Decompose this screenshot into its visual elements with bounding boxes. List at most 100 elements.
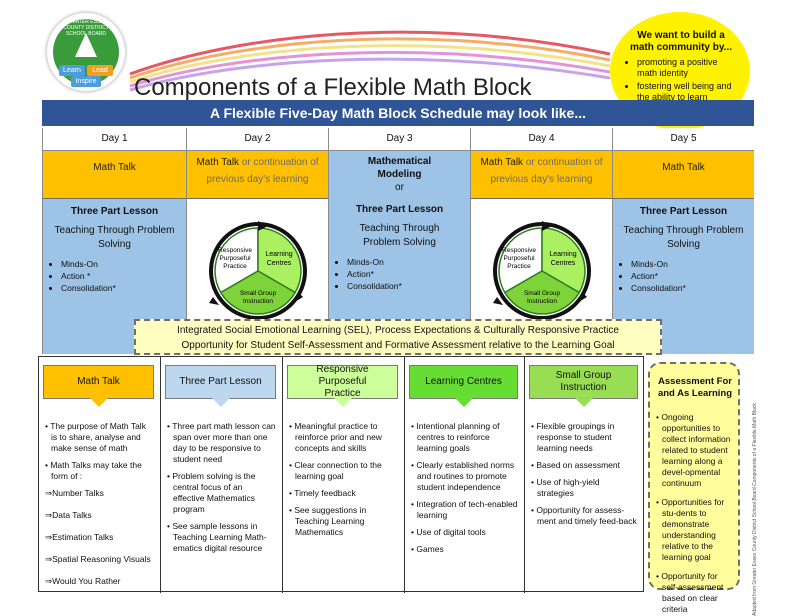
learning-centres-list: Intentional planning of centres to reinf… — [405, 421, 524, 555]
board-logo: GREATER ESSEX COUNTY DISTRICT SCHOOL BOA… — [46, 12, 126, 92]
small-group-header: Small Group Instruction — [529, 365, 638, 407]
cycle-rpp-1: Responsive — [502, 247, 536, 254]
list-item: ⇒Would You Rather — [45, 576, 121, 586]
math-talk-label: Math Talk — [662, 162, 705, 173]
math-talk-column: Math Talk The purpose of Math Talk is to… — [39, 357, 161, 593]
sel-line-1: Integrated Social Emotional Learning (SE… — [177, 325, 619, 336]
list-item: Use of high-yield strategies — [531, 477, 638, 499]
math-talk-label: Math Talk — [196, 157, 240, 168]
lesson-title: Three Part Lesson — [639, 206, 728, 217]
cycle-sgi-1: Small Group — [240, 290, 277, 297]
list-item: The purpose of Math Talk is to share, an… — [45, 421, 154, 454]
lesson-bullet: Minds-On — [347, 256, 466, 268]
list-item: See suggestions in Teaching Learning Mat… — [289, 505, 398, 538]
lesson-bullet: Consolidation* — [61, 282, 180, 294]
list-item: Integration of tech-enabled learning — [411, 499, 518, 521]
lesson-bullet: Consolidation* — [631, 282, 748, 294]
small-group-list: Flexible groupings in response to studen… — [525, 421, 644, 527]
lesson-bullet: Minds-On — [61, 258, 180, 270]
list-item: Games — [411, 544, 518, 555]
day-label: Day 3 — [328, 128, 470, 150]
day-label: Day 2 — [186, 128, 328, 150]
math-talk-cell: Math Talk or continuation of previous da… — [186, 150, 328, 198]
lesson-bullet: Minds-On — [631, 258, 748, 270]
list-item: ⇒Spatial Reasoning Visuals — [45, 554, 151, 564]
lesson-bullets: Minds-On Action* Consolidation* — [619, 258, 748, 294]
day-label: Day 5 — [612, 128, 754, 150]
sel-line-2: Opportunity for Student Self-Assessment … — [181, 340, 615, 351]
cycle-lc-1: Learning — [265, 251, 292, 258]
three-part-lesson-column: Three Part Lesson Three part math lesson… — [161, 357, 283, 593]
cycle-sgi-2: Instruction — [243, 298, 273, 305]
callout-list: promoting a positive math identity foste… — [626, 57, 736, 103]
list-item: Use of digital tools — [411, 527, 518, 538]
small-group-column: Small Group Instruction Flexible groupin… — [525, 357, 644, 593]
list-item: Timely feedback — [289, 488, 398, 499]
assessment-box: Assessment For and As Learning Ongoing o… — [648, 362, 740, 614]
lesson-subtitle: Teaching Through Problem Solving — [359, 223, 440, 248]
lesson-bullets: Minds-On Action* Consolidation* — [333, 256, 466, 292]
lesson-subtitle: Teaching Through Problem Solving — [623, 225, 744, 250]
logo-learn: Learn — [59, 65, 85, 76]
assessment-list: Ongoing opportunities to collect informa… — [656, 412, 734, 615]
continuation-label: or continuation of previous day's learni… — [206, 157, 319, 185]
list-item: ⇒Estimation Talks — [45, 532, 114, 542]
callout-title: We want to build a math community by... — [629, 30, 733, 53]
lesson-bullet: Action* — [347, 268, 466, 280]
cycle-lc-1: Learning — [549, 251, 576, 258]
day-label: Day 1 — [42, 128, 186, 150]
modeling-label: Mathematical Modeling — [367, 156, 432, 180]
list-item: Math Talks may take the form of : — [45, 460, 154, 482]
logo-inspire: Inspire — [71, 76, 101, 87]
list-item: See sample lessons in Teaching Learning … — [167, 521, 276, 554]
responsive-practice-list: Meaningful practice to reinforce prior a… — [283, 421, 404, 538]
math-talk-label: Math Talk — [480, 157, 524, 168]
lesson-title: Three Part Lesson — [70, 206, 159, 217]
math-talk-cell: Math Talk or continuation of previous da… — [470, 150, 612, 198]
cycle-rpp-3: Practice — [223, 263, 247, 270]
list-item: Ongoing opportunities to collect informa… — [656, 412, 734, 489]
list-item: Clearly established norms and routines t… — [411, 460, 518, 493]
list-item: Clear connection to the learning goal — [289, 460, 398, 482]
list-item: Opportunities for stu-dents to demonstra… — [656, 497, 734, 563]
three-part-lesson-list: Three part math lesson can span over mor… — [161, 421, 282, 554]
three-part-lesson-header: Three Part Lesson — [165, 365, 276, 407]
component-descriptions: Math Talk The purpose of Math Talk is to… — [38, 356, 644, 593]
list-item: ⇒Number Talks — [45, 488, 104, 498]
list-item: Intentional planning of centres to reinf… — [411, 421, 518, 454]
list-item: Meaningful practice to reinforce prior a… — [289, 421, 398, 454]
list-item: Three part math lesson can span over mor… — [167, 421, 276, 465]
or-label: or — [395, 182, 404, 193]
math-talk-cell: Math Talk — [612, 150, 754, 198]
lesson-subtitle: Teaching Through Problem Solving — [54, 225, 175, 250]
math-talk-header: Math Talk — [43, 365, 154, 407]
day-label: Day 4 — [470, 128, 612, 150]
cycle-lc-2: Centres — [551, 260, 576, 267]
list-item: Based on assessment — [531, 460, 638, 471]
logo-lead: Lead — [87, 65, 113, 76]
learning-centres-header: Learning Centres — [409, 365, 518, 407]
assessment-title: Assessment For and As Learning — [657, 376, 733, 399]
math-talk-list: The purpose of Math Talk is to share, an… — [39, 421, 160, 587]
schedule-banner: A Flexible Five-Day Math Block Schedule … — [42, 100, 754, 126]
tree-icon — [75, 33, 97, 57]
list-item: Flexible groupings in response to studen… — [531, 421, 638, 454]
cycle-svg: Responsive Purposeful Practice Learning … — [209, 221, 307, 320]
callout-item: promoting a positive math identity — [637, 57, 736, 79]
page-title: Components of a Flexible Math Block — [134, 74, 532, 101]
continuation-label: or continuation of previous day's learni… — [490, 157, 603, 185]
math-talk-cell: Math Talk — [42, 150, 186, 198]
cycle-sgi-1: Small Group — [524, 290, 561, 297]
math-talk-label: Math Talk — [93, 162, 136, 173]
lesson-bullet: Action * — [61, 270, 180, 282]
cycle-lc-2: Centres — [267, 260, 292, 267]
learning-centres-column: Learning Centres Intentional planning of… — [405, 357, 525, 593]
list-item: Opportunity for assess-ment and timely f… — [531, 505, 638, 527]
callout-item: fostering well being and the ability to … — [637, 81, 736, 103]
list-item: Problem solving is the central focus of … — [167, 471, 276, 515]
list-item: ⇒Data Talks — [45, 510, 92, 520]
cycle-svg: Responsive Purposeful Practice Learning … — [493, 221, 591, 320]
rainbow-swoosh — [129, 30, 611, 92]
lesson-bullets: Minds-On Action * Consolidation* — [49, 258, 180, 294]
cycle-rpp-2: Purposeful — [219, 255, 251, 262]
